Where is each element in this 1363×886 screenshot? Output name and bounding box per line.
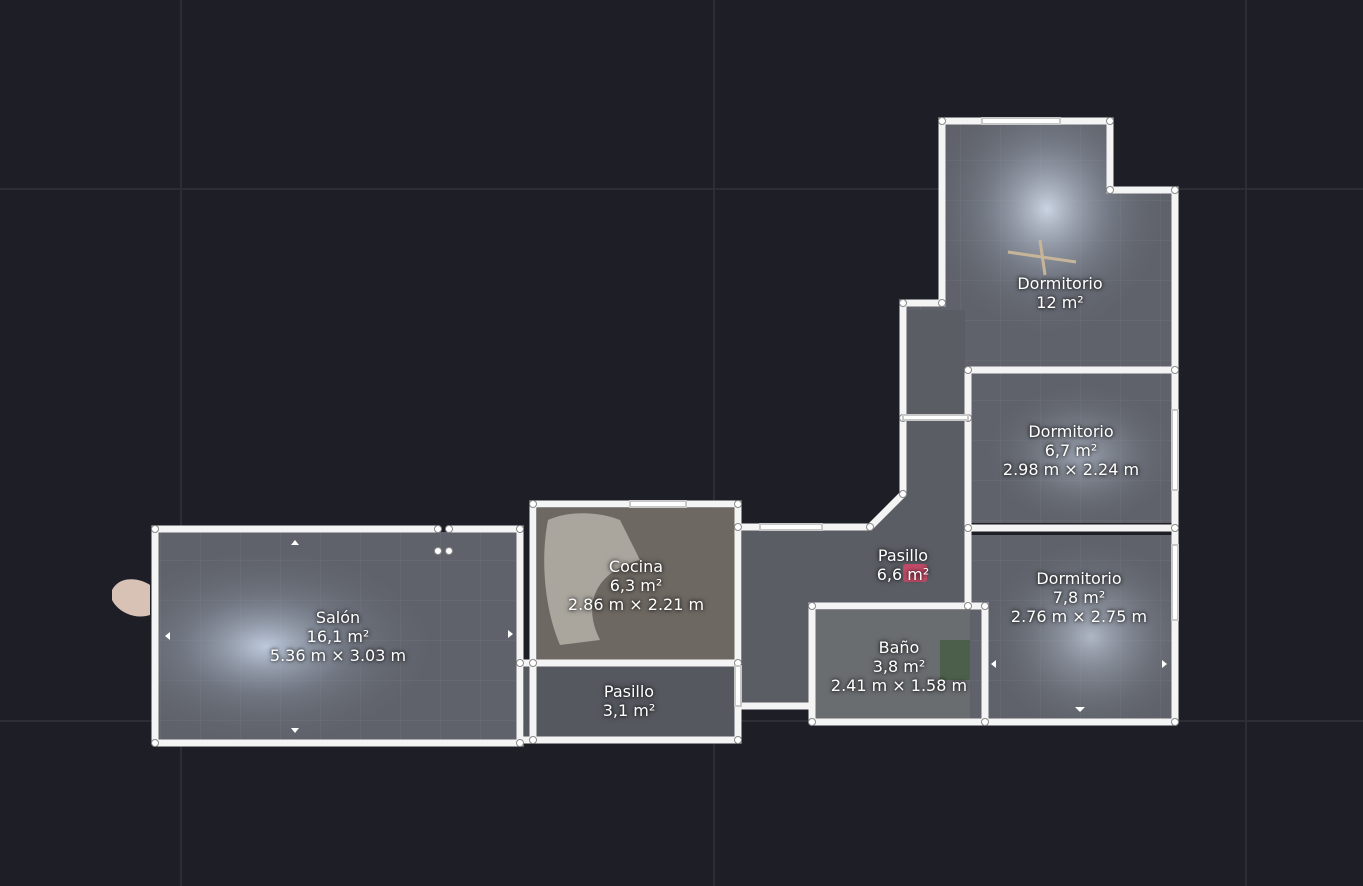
- wall-joints: [151, 117, 1179, 747]
- room-salon[interactable]: [158, 532, 518, 740]
- ceiling-fan-icon: [1007, 239, 1077, 276]
- room-dormitorio-3[interactable]: [970, 535, 1172, 720]
- position-marker: [903, 564, 927, 582]
- room-dormitorio-2[interactable]: [970, 373, 1172, 523]
- room-bano[interactable]: [815, 610, 983, 722]
- room-cocina[interactable]: [537, 508, 735, 660]
- room-pasillo-main[interactable]: [742, 530, 968, 605]
- windows: [629, 117, 1179, 707]
- room-hit-areas: [158, 124, 1172, 740]
- room-dormitorio-1[interactable]: [945, 124, 1172, 367]
- room-pasillo-small[interactable]: [524, 665, 736, 737]
- dimension-arrows: [165, 540, 1167, 733]
- floor-textures: [112, 124, 1172, 740]
